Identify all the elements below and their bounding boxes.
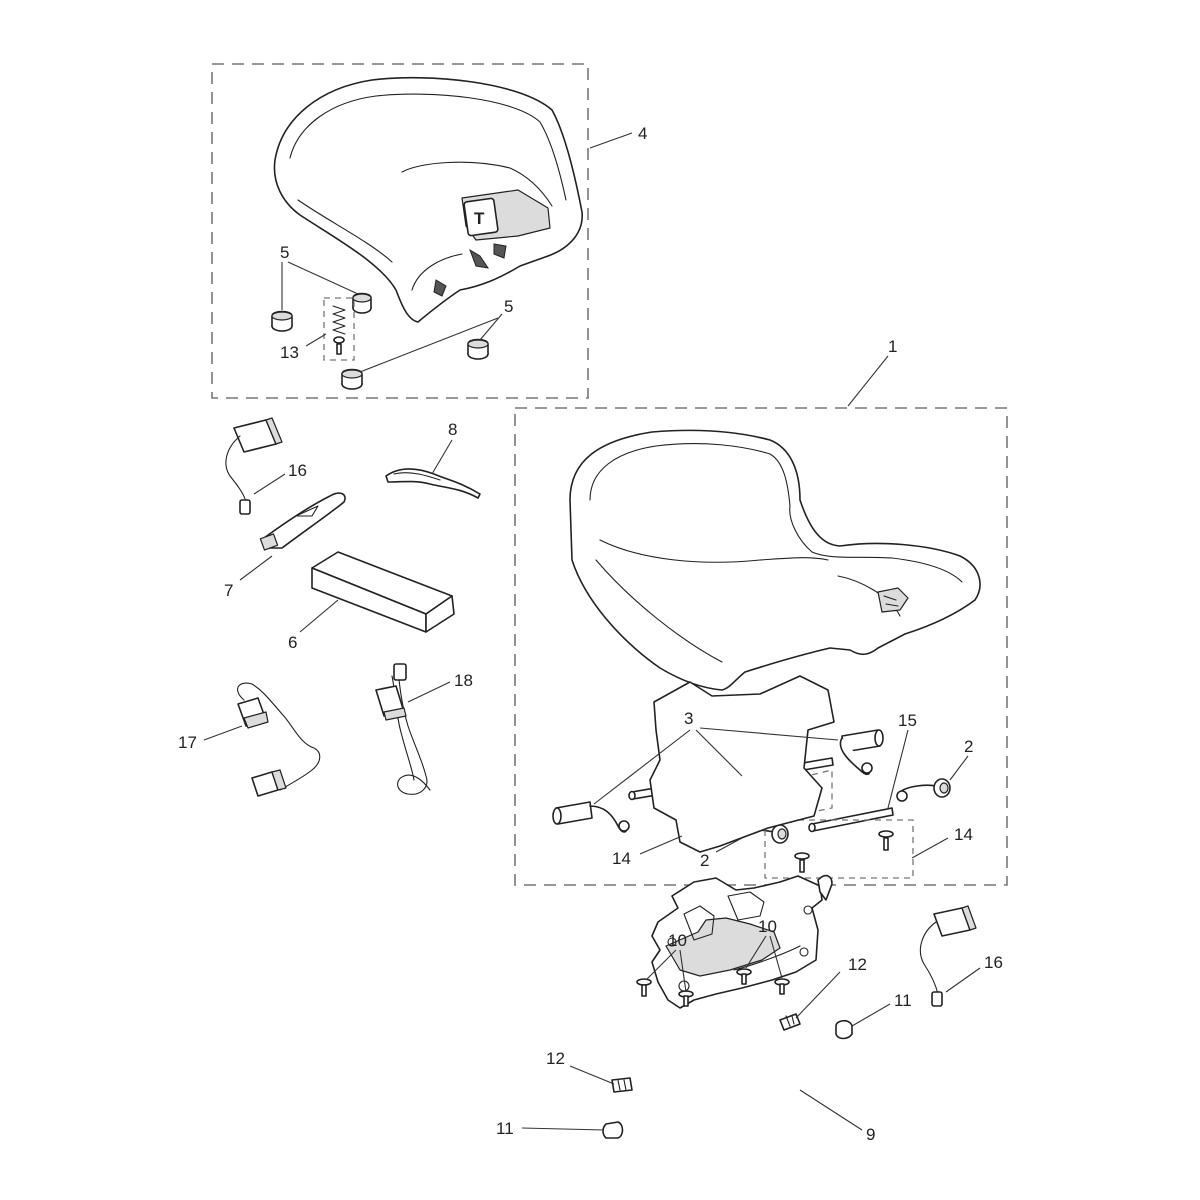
leader-12a	[795, 971, 841, 1019]
leader-18	[407, 681, 451, 703]
leader-10b-1	[745, 935, 767, 969]
seat-logo-badge	[463, 197, 499, 237]
callout-14-right: 14	[954, 825, 973, 844]
callout-8: 8	[448, 420, 457, 439]
rubber-buffer-bottom	[341, 368, 363, 390]
callout-17: 17	[178, 733, 197, 752]
clip-right	[779, 1013, 801, 1031]
leader-14a	[639, 835, 683, 855]
screw-d	[878, 830, 894, 851]
leader-3a	[593, 729, 691, 805]
harness-connector-lower	[919, 905, 977, 1007]
leader-13	[305, 333, 327, 347]
sub-harness	[237, 682, 321, 797]
seat-hook-right	[839, 729, 884, 776]
leader-10a-1	[645, 949, 677, 981]
seat-logo-letter: T	[474, 209, 485, 228]
bolt-b	[678, 990, 694, 1007]
callout-9: 9	[866, 1125, 875, 1144]
seat-base	[651, 874, 833, 1009]
leader-17	[203, 725, 243, 741]
leader-3c	[699, 727, 839, 741]
seat-pad	[311, 551, 455, 633]
callout-18: 18	[454, 671, 473, 690]
seat-hook-left	[552, 801, 630, 833]
pillion-seat: T	[273, 76, 583, 323]
callout-12-right: 12	[848, 955, 867, 974]
leader-15	[887, 729, 909, 809]
callout-16-lower: 16	[984, 953, 1003, 972]
leader-8	[431, 439, 453, 475]
seat-strap	[259, 492, 346, 551]
leader-16b	[945, 967, 981, 993]
rubber-buffer-rear	[352, 292, 372, 314]
callout-2-center: 2	[700, 851, 709, 870]
rubber-buffer-left	[271, 310, 293, 332]
callout-13: 13	[280, 343, 299, 362]
bolt-c	[736, 968, 752, 985]
leader-10b-2	[769, 935, 783, 979]
bolt-d	[774, 978, 790, 995]
leader-3b	[695, 729, 743, 777]
pillion-seat-group-box	[211, 63, 589, 399]
spring-pin-box	[323, 297, 355, 361]
callout-10-right: 10	[758, 917, 777, 936]
callout-2-right: 2	[964, 737, 973, 756]
leader-11a	[851, 1003, 891, 1027]
callout-5-upper: 5	[280, 243, 289, 262]
sensor-harness	[375, 663, 431, 795]
callout-11-right: 11	[894, 991, 912, 1010]
leader-7	[239, 555, 273, 581]
leader-10a-2	[679, 949, 687, 993]
heater-element	[385, 468, 481, 499]
leader-2a	[949, 755, 969, 781]
leader-6	[299, 599, 339, 633]
grommet-right	[896, 778, 951, 802]
screw-set-box-right	[764, 819, 914, 879]
callout-1: 1	[888, 337, 897, 356]
callout-6: 6	[288, 633, 297, 652]
leader-16a	[253, 473, 286, 495]
leader-5a-2	[287, 261, 359, 295]
leader-11b	[521, 1127, 605, 1131]
leader-2b	[715, 837, 743, 853]
callout-11-left: 11	[496, 1119, 514, 1138]
callout-14-left: 14	[612, 849, 631, 868]
end-cap-left	[602, 1121, 624, 1139]
end-cap-right	[835, 1019, 853, 1040]
callout-12-left: 12	[546, 1049, 565, 1068]
seat-base-tray	[649, 675, 835, 853]
bolt-a	[636, 978, 652, 997]
seat-bar-rear	[808, 807, 894, 833]
callout-15: 15	[898, 711, 917, 730]
leader-4	[589, 132, 633, 149]
rubber-buffer-front	[467, 338, 489, 360]
rider-seat	[569, 429, 981, 691]
callout-5-lower: 5	[504, 297, 513, 316]
leader-5b-1	[479, 313, 503, 341]
callout-10-left: 10	[668, 931, 687, 950]
clip-left	[611, 1077, 633, 1093]
callout-7: 7	[224, 581, 233, 600]
leader-12b	[569, 1065, 615, 1085]
leader-5b-2	[359, 317, 499, 373]
spring-pin	[332, 305, 346, 355]
leader-14b	[911, 837, 949, 859]
rider-seat-group-box	[514, 407, 1008, 886]
leader-1	[847, 355, 889, 407]
harness-connector-upper	[225, 417, 283, 515]
callout-4: 4	[638, 124, 647, 143]
screw-c	[794, 852, 810, 873]
callout-16-upper: 16	[288, 461, 307, 480]
leader-9	[799, 1089, 863, 1131]
callout-3: 3	[684, 709, 693, 728]
